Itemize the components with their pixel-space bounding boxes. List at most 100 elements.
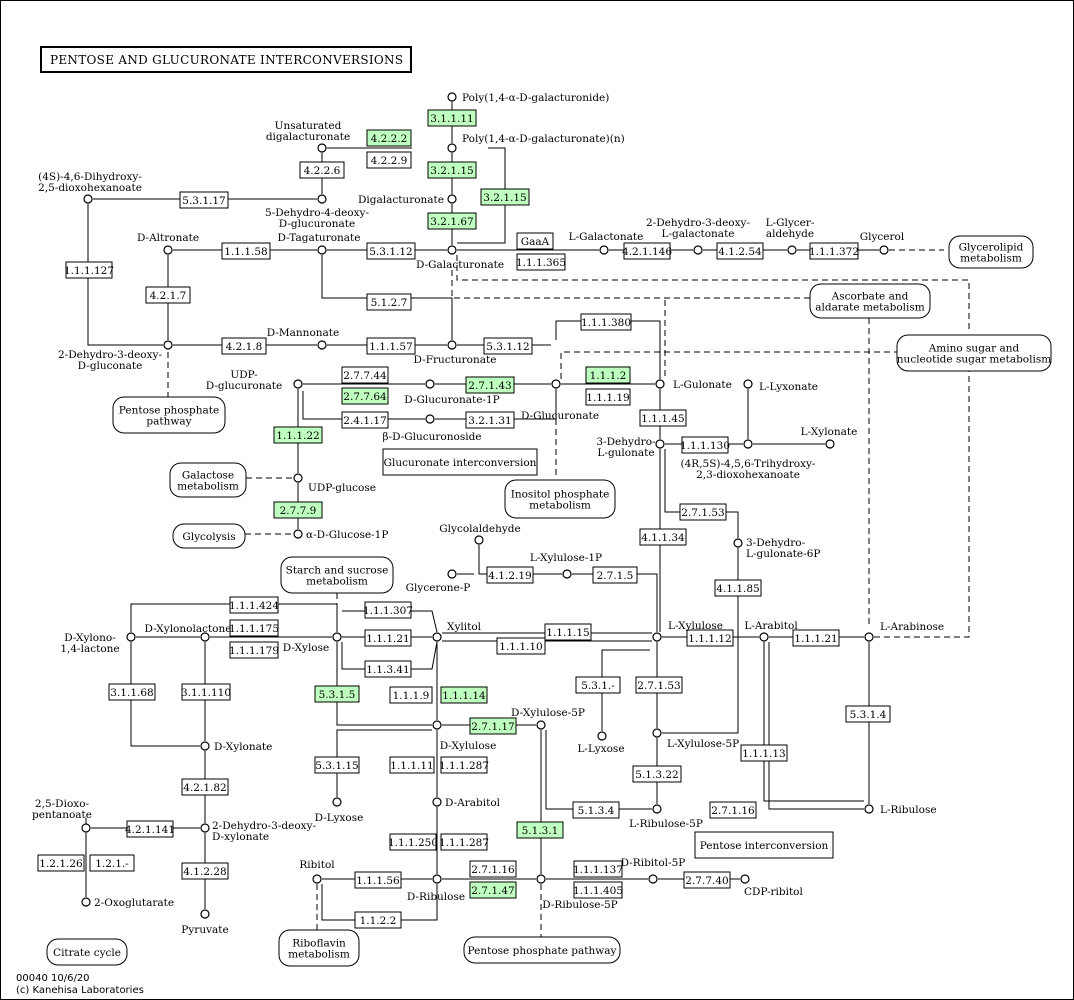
- enzyme-box[interactable]: 1.1.1.19: [585, 388, 631, 406]
- compound-node[interactable]: [447, 143, 457, 153]
- compound[interactable]: D-Xylose: [283, 632, 342, 654]
- compound-node[interactable]: [652, 728, 662, 738]
- compound[interactable]: L-Ribulose: [864, 804, 937, 816]
- compound-node[interactable]: [743, 379, 753, 389]
- compound[interactable]: L-Ribulose-5P: [629, 804, 703, 830]
- enzyme-box[interactable]: 3.2.1.31: [465, 411, 515, 429]
- enzyme-box[interactable]: 1.1.1.424: [229, 596, 279, 614]
- compound-node[interactable]: [425, 379, 435, 389]
- enzyme-box[interactable]: 5.3.1.12: [483, 337, 533, 355]
- enzyme-box[interactable]: 2.7.1.43: [465, 376, 515, 394]
- compound[interactable]: Poly(1,4-α-D-galacturonide): [447, 92, 609, 104]
- compound[interactable]: Glycerone-P: [406, 569, 471, 594]
- enzyme-box[interactable]: 2.7.7.40: [683, 871, 731, 889]
- compound[interactable]: Digalacturonate: [358, 194, 457, 206]
- compound[interactable]: 2-Dehydro-3-deoxy-L-galactonate: [646, 217, 751, 255]
- compound[interactable]: D-Xylulose: [432, 720, 496, 752]
- compound[interactable]: D-Fructuronate: [414, 340, 497, 366]
- compound-node[interactable]: [163, 245, 173, 255]
- enzyme-box[interactable]: 1.1.1.380: [580, 313, 632, 331]
- compound[interactable]: L-Xylulose-5P: [652, 728, 739, 750]
- compound-node[interactable]: [81, 823, 91, 833]
- enzyme-box[interactable]: 5.3.1.-: [575, 676, 621, 694]
- enzyme-box[interactable]: 3.2.1.15: [427, 161, 477, 179]
- compound[interactable]: D-Xylonolactone: [145, 623, 232, 642]
- map-link-box[interactable]: Citrate cycle: [46, 938, 128, 966]
- compound-node[interactable]: [447, 92, 457, 102]
- enzyme-box[interactable]: 5.3.1.4: [845, 705, 891, 723]
- compound-node[interactable]: [317, 194, 327, 204]
- enzyme-box[interactable]: 1.1.1.57: [366, 337, 416, 355]
- compound[interactable]: 3-Dehydro-L-gulonate-6P: [733, 537, 820, 560]
- compound[interactable]: L-Lyxose: [577, 731, 625, 755]
- compound[interactable]: L-Lyxonate: [743, 379, 818, 393]
- enzyme-box[interactable]: 1.1.1.175: [229, 619, 279, 637]
- compound-node[interactable]: [693, 245, 703, 255]
- compound[interactable]: L-Xylonate: [801, 426, 858, 449]
- enzyme-box[interactable]: 1.1.1.287: [439, 756, 489, 774]
- enzyme-box[interactable]: 4.2.1.8: [221, 337, 267, 355]
- compound-node[interactable]: [551, 379, 561, 389]
- compound-node[interactable]: [432, 720, 442, 730]
- compound[interactable]: D-Lyxose: [315, 797, 364, 824]
- compound-node[interactable]: [599, 245, 609, 255]
- compound-node[interactable]: [733, 538, 743, 548]
- enzyme-box[interactable]: 5.3.1.5: [314, 685, 360, 703]
- compound[interactable]: (4R,5S)-4,5,6-Trihydroxy-2,3-dioxohexano…: [681, 439, 816, 481]
- enzyme-box[interactable]: 1.1.1.14: [440, 686, 488, 704]
- enzyme-box[interactable]: 4.2.2.2: [366, 129, 412, 147]
- compound-node[interactable]: [126, 632, 136, 642]
- enzyme-box[interactable]: 1.1.1.137: [573, 860, 623, 878]
- enzyme-box[interactable]: 4.2.1.141: [125, 820, 175, 838]
- enzyme-box[interactable]: 1.1.1.21: [364, 629, 412, 647]
- compound-node[interactable]: [83, 194, 93, 204]
- enzyme-box[interactable]: 5.1.3.22: [632, 765, 682, 783]
- compound[interactable]: Glycerol: [860, 231, 905, 255]
- compound[interactable]: D-Ribulose-5P: [536, 874, 618, 911]
- compound-node[interactable]: [432, 797, 442, 807]
- enzyme-box[interactable]: 1.1.1.365: [516, 253, 566, 271]
- compound-node[interactable]: [317, 340, 327, 350]
- enzyme-box[interactable]: 1.1.3.41: [364, 660, 412, 678]
- compound-node[interactable]: [536, 874, 546, 884]
- compound-node[interactable]: [787, 245, 797, 255]
- compound[interactable]: L-Arabitol: [744, 620, 798, 642]
- enzyme-box[interactable]: 4.2.2.6: [299, 161, 345, 179]
- enzyme-box[interactable]: 5.1.2.7: [366, 293, 412, 311]
- enzyme-box[interactable]: 2.7.1.16: [469, 860, 517, 878]
- enzyme-box[interactable]: 5.3.1.15: [314, 756, 360, 774]
- enzyme-box[interactable]: 2.7.1.53: [635, 676, 683, 694]
- enzyme-box[interactable]: 3.1.1.68: [108, 683, 156, 701]
- compound[interactable]: Ribitol: [299, 859, 335, 884]
- enzyme-box[interactable]: 2.7.1.53: [679, 503, 727, 521]
- compound[interactable]: L-Arabinose: [864, 621, 944, 642]
- compound-node[interactable]: [293, 473, 303, 483]
- compound[interactable]: D-Altronate: [137, 232, 199, 255]
- compound[interactable]: 2-Dehydro-3-deoxy-D-xylonate: [200, 820, 317, 843]
- enzyme-box[interactable]: 1.1.1.45: [639, 409, 687, 427]
- compound-node[interactable]: [447, 340, 457, 350]
- enzyme-box[interactable]: 5.3.1.12: [366, 242, 416, 260]
- compound[interactable]: Xylitol: [432, 621, 482, 642]
- compound-node[interactable]: [432, 632, 442, 642]
- enzyme-box[interactable]: 1.1.1.11: [389, 756, 435, 774]
- compound-node[interactable]: [200, 741, 210, 751]
- compound-node[interactable]: [200, 823, 210, 833]
- compound-node[interactable]: [447, 569, 457, 579]
- compound-node[interactable]: [740, 874, 750, 884]
- enzyme-box[interactable]: 2.7.1.47: [469, 881, 517, 899]
- enzyme-box[interactable]: 5.1.3.1: [516, 821, 564, 839]
- enzyme-box[interactable]: 1.1.1.10: [496, 637, 546, 655]
- enzyme-box[interactable]: 1.1.1.56: [354, 871, 402, 889]
- compound-node[interactable]: [312, 874, 322, 884]
- compound[interactable]: D-Xylonate: [200, 741, 272, 753]
- compound[interactable]: 2-Oxoglutarate: [81, 897, 174, 909]
- enzyme-box[interactable]: 4.2.1.146: [622, 242, 672, 260]
- compound[interactable]: Pyruvate: [181, 909, 229, 936]
- enzyme-box[interactable]: 2.4.1.17: [341, 411, 389, 429]
- compound[interactable]: D-Xylono-1,4-lactone: [60, 632, 136, 655]
